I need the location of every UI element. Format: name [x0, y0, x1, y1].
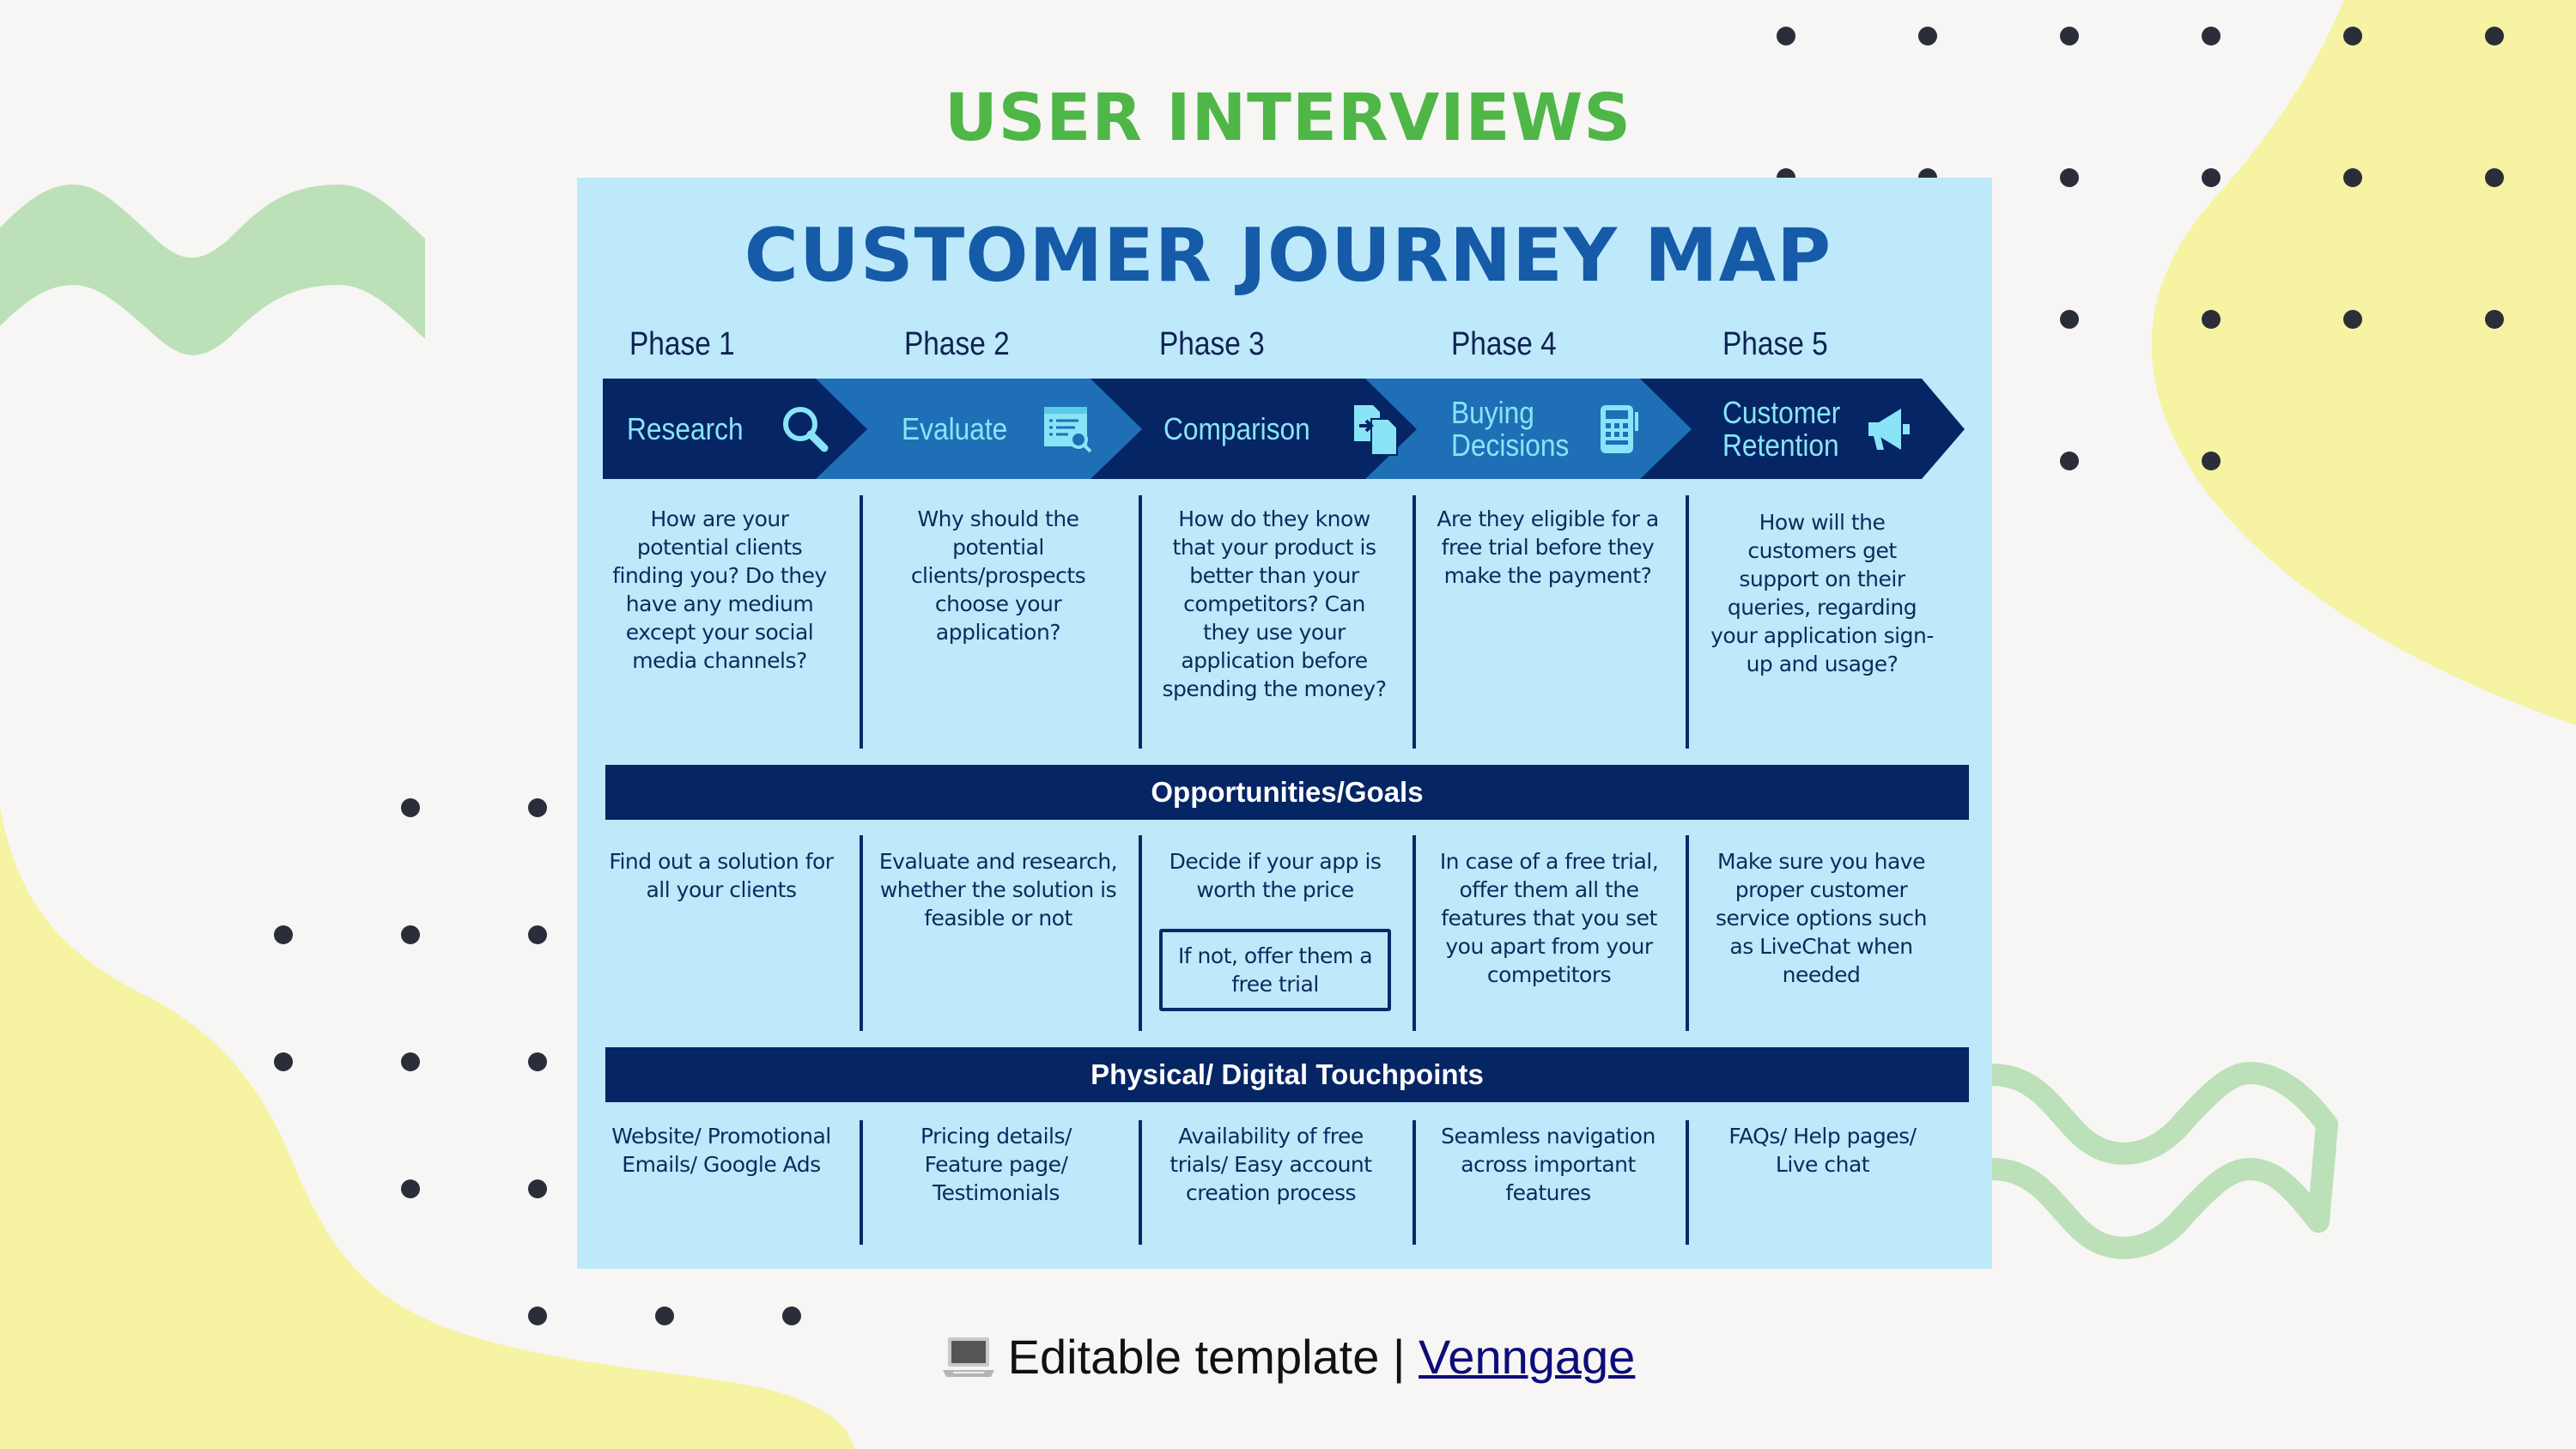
touchpoint-phase-2: Pricing details/ Feature page/ Testimoni…: [920, 1124, 1072, 1205]
decor-dot: [2485, 310, 2504, 329]
chevron-stage-5: [1640, 379, 1965, 479]
opportunity-phase-3: Decide if your app is worth the price: [1169, 849, 1382, 902]
divider: [1413, 835, 1416, 1031]
opportunity-phase-5: Make sure you have proper customer servi…: [1716, 849, 1927, 987]
stage-buying-decisions: Buying Decisions: [1451, 378, 1645, 481]
wave-top-left: [0, 185, 425, 355]
section-touchpoints: Physical/ Digital Touchpoints: [605, 1047, 1969, 1102]
calculator-icon: [1601, 405, 1638, 453]
touchpoint-phase-5: FAQs/ Help pages/ Live chat: [1728, 1124, 1917, 1177]
decor-dot: [1918, 27, 1937, 45]
question-phase-2: Why should the potential clients/prospec…: [910, 506, 1086, 645]
decor-dot: [2060, 310, 2079, 329]
phase-label-4: Phase 4: [1451, 326, 1557, 362]
divider: [1413, 1120, 1416, 1245]
decor-dot: [401, 925, 420, 944]
stage-research: Research: [627, 378, 833, 481]
venngage-link[interactable]: Venngage: [1419, 1330, 1636, 1384]
decor-dot: [2485, 27, 2504, 45]
divider: [1686, 495, 1689, 749]
decor-dot: [528, 798, 547, 817]
opportunity-phase-2: Evaluate and research, whether the solut…: [878, 849, 1118, 931]
decor-dot: [2485, 168, 2504, 187]
free-trial-note: If not, offer them a free trial: [1159, 929, 1391, 1011]
question-phase-1: How are your potential clients finding y…: [612, 506, 827, 673]
document-search-icon: [1044, 407, 1092, 453]
decor-dot: [2343, 27, 2362, 45]
divider: [860, 835, 863, 1031]
touchpoint-phase-1: Website/ Promotional Emails/ Google Ads: [611, 1124, 831, 1177]
chevron-stage-3: [1091, 379, 1417, 479]
decor-dot: [528, 1179, 547, 1198]
divider: [860, 1120, 863, 1245]
stage-comparison: Comparison: [1163, 378, 1404, 481]
divider: [1686, 835, 1689, 1031]
chevron-stage-4: [1365, 379, 1692, 479]
decor-dot: [2343, 310, 2362, 329]
decor-dot: [2060, 452, 2079, 470]
decor-dot: [528, 1307, 547, 1325]
touchpoint-phase-4: Seamless navigation across important fea…: [1441, 1124, 1656, 1205]
decor-dot: [274, 1052, 293, 1071]
phase-label-2: Phase 2: [904, 326, 1010, 362]
decor-dot: [401, 1052, 420, 1071]
decor-dot: [2060, 168, 2079, 187]
phase-label-1: Phase 1: [629, 326, 735, 362]
stage-label: Evaluate: [902, 411, 1008, 446]
stage-label: Research: [627, 411, 744, 446]
divider: [1139, 495, 1142, 749]
decor-dot: [2202, 310, 2221, 329]
decor-dot: [2060, 27, 2079, 45]
dot-grid: [274, 27, 2504, 1325]
decor-dot: [655, 1307, 674, 1325]
decor-dot: [401, 1179, 420, 1198]
decor-dot: [2202, 27, 2221, 45]
question-phase-3: How do they know that your product is be…: [1162, 506, 1387, 701]
decor-dot: [528, 1052, 547, 1071]
decor-dot: [274, 925, 293, 944]
stage-label: Customer Retention: [1722, 395, 1841, 463]
chevron-stage-1: [603, 379, 867, 479]
yellow-blob-bottom-left: [0, 807, 854, 1449]
megaphone-icon: [1868, 409, 1910, 450]
yellow-blob-top-right: [2151, 0, 2576, 725]
magnifier-icon: [783, 407, 829, 452]
laptop-icon: [942, 1337, 994, 1377]
stage-label: Comparison: [1163, 411, 1310, 446]
decor-dot: [2202, 168, 2221, 187]
section-opportunities-goals: Opportunities/Goals: [605, 765, 1969, 820]
question-phase-4: Are they eligible for a free trial befor…: [1437, 506, 1659, 588]
footer: Editable template | Venngage: [0, 1329, 2576, 1385]
phase-label-5: Phase 5: [1722, 326, 1828, 362]
divider: [1139, 835, 1142, 1031]
stage-evaluate: Evaluate: [902, 378, 1096, 481]
journey-map-title: CUSTOMER JOURNEY MAP: [744, 213, 1832, 299]
divider: [860, 495, 863, 749]
decor-dot: [401, 798, 420, 817]
decor-dot: [528, 925, 547, 944]
decor-dot: [782, 1307, 801, 1325]
opportunity-phase-4: In case of a free trial, offer them all …: [1439, 849, 1659, 987]
page-title: USER INTERVIEWS: [944, 79, 1632, 155]
divider: [1686, 1120, 1689, 1245]
opportunity-phase-1: Find out a solution for all your clients: [609, 849, 834, 902]
divider: [1139, 1120, 1142, 1245]
chevron-stage-2: [816, 379, 1142, 479]
stage-label: Buying Decisions: [1451, 395, 1570, 463]
compare-files-icon: [1354, 405, 1399, 456]
decor-dot: [2202, 452, 2221, 470]
footer-text: Editable template |: [1007, 1330, 1406, 1384]
phase-label-3: Phase 3: [1159, 326, 1265, 362]
touchpoint-phase-3: Availability of free trials/ Easy accoun…: [1170, 1124, 1372, 1205]
wave-bottom-right: [1981, 1062, 2338, 1259]
decor-dot: [2343, 168, 2362, 187]
divider: [1413, 495, 1416, 749]
journey-chevron-band: [603, 379, 1965, 479]
question-phase-5: How will the customers get support on th…: [1710, 510, 1934, 676]
stage-customer-retention: Customer Retention: [1722, 378, 1917, 481]
decor-dot: [1777, 27, 1795, 45]
